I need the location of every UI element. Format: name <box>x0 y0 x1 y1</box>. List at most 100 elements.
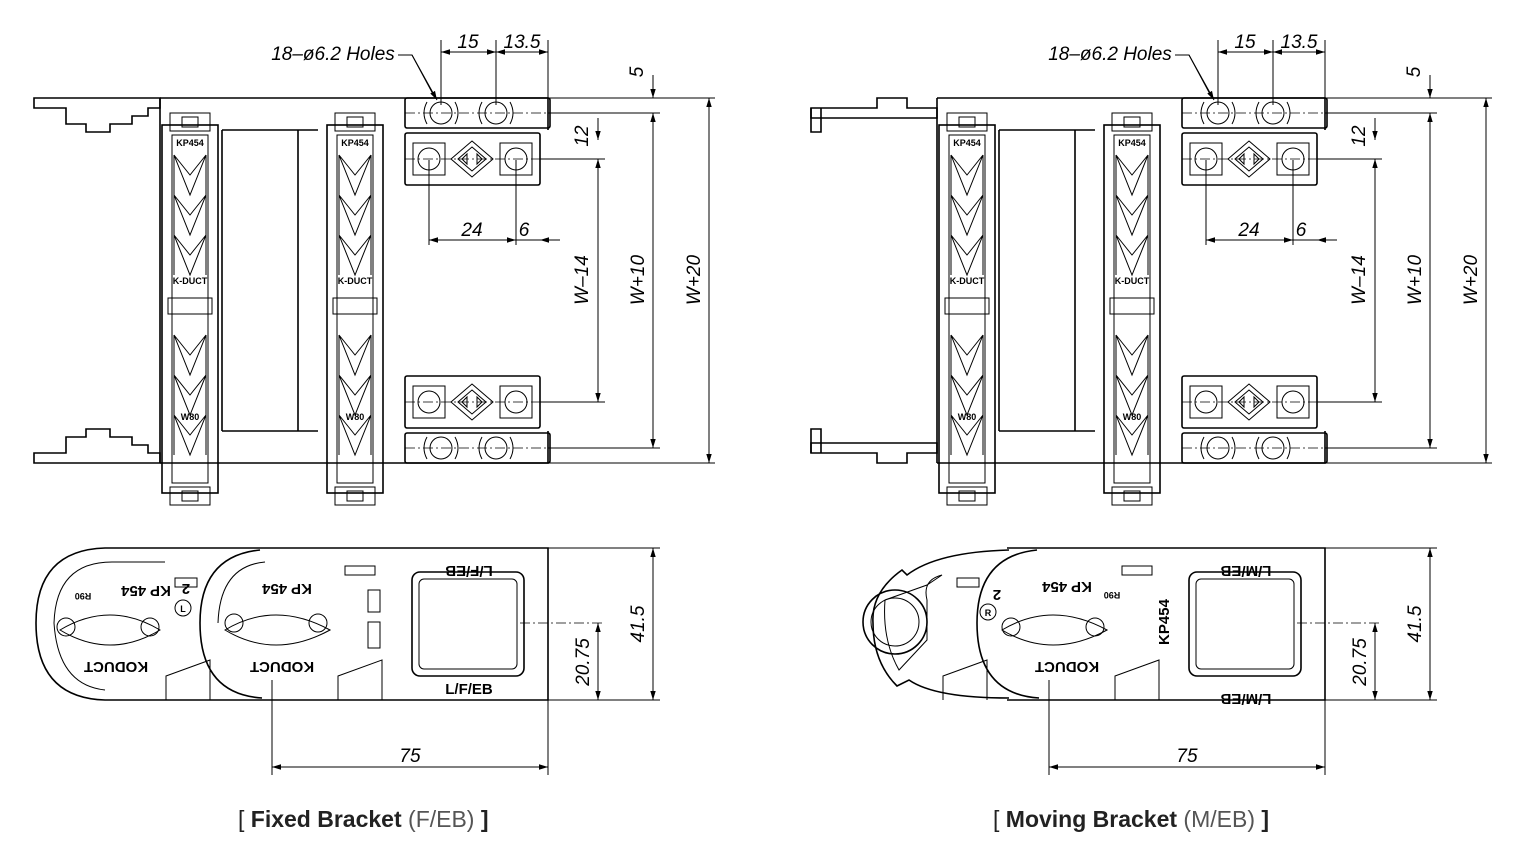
bracket-body <box>1007 547 1326 701</box>
rungs <box>999 129 1095 432</box>
slot-marker <box>956 577 980 588</box>
label-top: L/M/EB <box>1220 562 1271 579</box>
dim-label-41-5: 41.5 <box>628 605 649 642</box>
slot-marker <box>344 565 376 576</box>
link-outline-inner <box>53 561 165 691</box>
holes-callout: 18–ø6.2 Holes <box>1048 44 1172 65</box>
screw-icon <box>1085 617 1105 637</box>
caption-code: (F/EB) <box>401 806 481 832</box>
link-outline-outer <box>35 547 230 701</box>
mark-koduct-a: KODUCT <box>1035 658 1099 675</box>
fixed-bracket-caption: [ Fixed Bracket (F/EB) ] <box>238 806 489 833</box>
mark-r90: R90 <box>1104 590 1121 600</box>
side-slots <box>367 589 381 649</box>
mark-2: 2 <box>182 580 190 597</box>
dim-label-15: 15 <box>457 32 479 53</box>
caption-open: [ <box>238 806 251 832</box>
holes-callout: 18–ø6.2 Holes <box>271 44 395 65</box>
bracket-body <box>230 547 549 701</box>
mark-circle <box>174 599 192 617</box>
mark-kp-b: KP 454 <box>261 580 311 597</box>
chain-link <box>161 112 219 506</box>
caption-code: (M/EB) <box>1177 806 1262 832</box>
caption-close: ] <box>480 806 489 832</box>
end-plate-bottom <box>33 428 161 464</box>
link-label-kp: KP454 <box>953 138 981 148</box>
dim-label-12: 12 <box>572 125 593 147</box>
mark-l: L <box>180 604 186 614</box>
screw-icon <box>56 617 76 637</box>
link-label-kduct: K-DUCT <box>1115 276 1150 286</box>
dim-label-15: 15 <box>1234 32 1256 53</box>
dim-label-41-5: 41.5 <box>1405 605 1426 642</box>
frame-verticals <box>936 98 1076 463</box>
dim-label-6: 6 <box>519 220 530 241</box>
link-outline-mid <box>199 549 263 699</box>
chain-link <box>326 112 384 506</box>
bracket-window-inner <box>418 578 518 670</box>
mark-2: 2 <box>993 586 1001 603</box>
screw-icon <box>308 613 328 633</box>
link-label-kp: KP454 <box>1118 138 1146 148</box>
link-inner-mid <box>217 561 266 624</box>
end-plate-bottom <box>810 442 938 464</box>
dim-label-75: 75 <box>1176 746 1198 767</box>
dim-label-20-75: 20.75 <box>573 638 594 687</box>
mark-koduct-a: KODUCT <box>84 658 148 675</box>
screw-icon <box>224 613 244 633</box>
link-label-w80: W80 <box>958 412 977 422</box>
feet <box>165 659 383 700</box>
holes-leader-arrow <box>1188 54 1215 101</box>
frame-verticals <box>159 98 299 463</box>
dim-label-w-minus-14: W–14 <box>572 255 593 305</box>
end-tab-top <box>810 108 822 133</box>
dim-label-5: 5 <box>1404 66 1425 77</box>
dim-label-13-5: 13.5 <box>504 32 541 53</box>
link-label-kduct: K-DUCT <box>173 276 208 286</box>
holes-leader-arrow <box>411 54 438 101</box>
moving-bracket-caption: [ Moving Bracket (M/EB) ] <box>993 806 1269 833</box>
bracket-window <box>1188 571 1302 677</box>
holes-leader <box>1175 54 1212 97</box>
link-outline-mid <box>976 549 1040 699</box>
screw-icon <box>140 617 160 637</box>
caption-close: ] <box>1261 806 1270 832</box>
dim-label-12: 12 <box>1349 125 1370 147</box>
link-slot <box>59 614 161 646</box>
rungs <box>222 129 318 432</box>
dim-label-w-plus-10: W+10 <box>628 254 649 305</box>
slot-marker <box>174 577 198 588</box>
link-outline-outer <box>872 549 1010 699</box>
screw-icon <box>1001 617 1021 637</box>
end-plate-top <box>33 97 161 133</box>
link-outline-inner <box>884 574 943 671</box>
mark-kp-side: KP454 <box>1156 598 1173 645</box>
mark-kp-a: KP 454 <box>1041 578 1091 595</box>
end-plate-top <box>810 97 938 119</box>
mark-koduct-b: KODUCT <box>250 658 314 675</box>
dim-label-w-plus-20: W+20 <box>1461 254 1482 305</box>
dim-label-20-75: 20.75 <box>1350 638 1371 687</box>
dim-label-6: 6 <box>1296 220 1307 241</box>
link-label-kduct: K-DUCT <box>338 276 373 286</box>
dim-label-w-plus-20: W+20 <box>684 254 705 305</box>
mark-circle <box>979 603 997 621</box>
link-slot <box>224 614 332 646</box>
round-end-inner <box>870 597 920 647</box>
dim-label-75: 75 <box>399 746 421 767</box>
chain-link <box>938 112 996 506</box>
dim-label-24: 24 <box>1237 220 1259 241</box>
label-top: L/F/EB <box>445 562 493 579</box>
dim-label-w-minus-14: W–14 <box>1349 255 1370 305</box>
dim-label-w-plus-10: W+10 <box>1405 254 1426 305</box>
caption-open: [ <box>993 806 1006 832</box>
link-label-kp: KP454 <box>176 138 204 148</box>
mark-kp-a: KP 454 <box>120 582 170 599</box>
dim-label-13-5: 13.5 <box>1281 32 1318 53</box>
bracket-window-inner <box>1195 578 1295 670</box>
holes-leader <box>398 54 435 97</box>
